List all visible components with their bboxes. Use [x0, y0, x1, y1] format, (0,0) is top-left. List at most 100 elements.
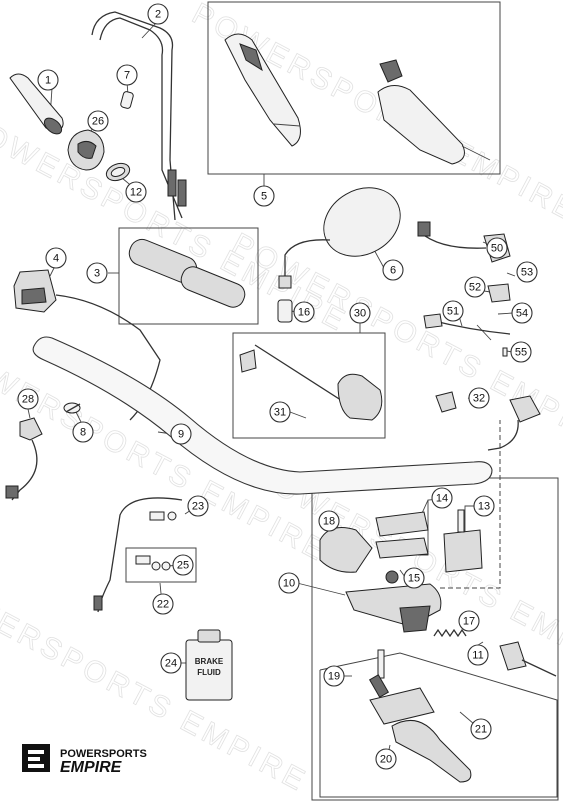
brake-hose — [93, 497, 183, 613]
callout-8: 8 — [72, 421, 94, 443]
callout-number: 31 — [274, 407, 286, 419]
callout-number: 2 — [155, 9, 161, 21]
callout-24: 24 — [160, 652, 182, 674]
callout-circle — [278, 572, 300, 594]
callout-number: 24 — [165, 658, 177, 670]
callout-number: 28 — [22, 394, 34, 406]
throttle-cables — [91, 11, 187, 221]
callout-number: 16 — [298, 307, 310, 319]
callout-circle — [160, 652, 182, 674]
callout-circle — [375, 748, 397, 770]
callout-32: 32 — [468, 387, 490, 409]
grip-pair — [128, 238, 246, 308]
callout-circle — [511, 302, 533, 324]
callout-10: 10 — [278, 572, 300, 594]
callout-circle — [510, 341, 532, 363]
handlebar-clamp — [443, 509, 483, 573]
brake-light-switch — [499, 641, 557, 677]
callout-number: 4 — [53, 253, 59, 265]
callout-circle — [349, 302, 371, 324]
callout-circle — [442, 300, 464, 322]
callout-number: 54 — [516, 308, 528, 320]
callout-number: 5 — [261, 191, 267, 203]
cover-subgroup-frame — [440, 420, 501, 589]
bottle-label-line1: BRAKE — [195, 657, 224, 666]
callout-circle — [152, 593, 174, 615]
callout-15: 15 — [403, 567, 425, 589]
callout-18: 18 — [318, 510, 340, 532]
callout-circle — [45, 247, 67, 269]
throttle-tube — [105, 162, 131, 182]
callout-circle — [323, 665, 345, 687]
cable-adjuster — [120, 91, 134, 109]
callout-circle — [486, 237, 508, 259]
callout-circle — [458, 610, 480, 632]
callout-number: 25 — [177, 560, 189, 572]
callout-circle — [269, 401, 291, 423]
callout-7: 7 — [116, 64, 138, 86]
callout-number: 55 — [515, 347, 527, 359]
callout-53: 53 — [516, 261, 538, 283]
callout-number: 14 — [436, 493, 448, 505]
brake-lever-subgroup-box — [319, 652, 558, 798]
callout-25: 25 — [172, 554, 194, 576]
brake-lever-spring — [433, 628, 467, 638]
callout-number: 13 — [478, 501, 490, 513]
callout-9: 9 — [170, 423, 192, 445]
callout-circle — [318, 510, 340, 532]
mirror-clamp — [277, 299, 293, 323]
callout-number: 50 — [491, 243, 503, 255]
callout-number: 23 — [192, 501, 204, 513]
callout-21: 21 — [470, 718, 492, 740]
left-handguard — [224, 33, 301, 147]
callout-3: 3 — [86, 262, 108, 284]
bar-end-weight — [239, 344, 383, 421]
callout-number: 53 — [521, 267, 533, 279]
callout-number: 19 — [328, 671, 340, 683]
callout-54: 54 — [511, 302, 533, 324]
handguard-group-box — [207, 1, 501, 175]
callout-circle — [467, 644, 489, 666]
callout-number: 15 — [408, 573, 420, 585]
callout-number: 1 — [45, 75, 51, 87]
callout-number: 21 — [475, 724, 487, 736]
watermark-text: POWERSPORTS EMPIRE — [0, 337, 333, 569]
callout-14: 14 — [431, 487, 453, 509]
callout-circle — [37, 69, 59, 91]
callout-circle — [125, 181, 147, 203]
clutch-switch — [5, 417, 43, 501]
callout-circle — [147, 3, 169, 25]
callout-31: 31 — [269, 401, 291, 423]
callout-number: 8 — [80, 427, 86, 439]
callout-circle — [431, 487, 453, 509]
logo-mark-icon — [22, 744, 50, 772]
callout-circle — [87, 110, 109, 132]
callout-circle — [382, 259, 404, 281]
callout-6: 6 — [382, 259, 404, 281]
callout-20: 20 — [375, 748, 397, 770]
kill-switch — [435, 391, 541, 451]
logo-line1: POWERSPORTS — [60, 748, 147, 760]
callout-circle — [293, 301, 315, 323]
callout-30: 30 — [349, 302, 371, 324]
callout-26: 26 — [87, 110, 109, 132]
callout-circle — [17, 388, 39, 410]
callout-number: 52 — [469, 282, 481, 294]
throttle-grip — [9, 73, 64, 135]
callout-4: 4 — [45, 247, 67, 269]
mirror — [278, 187, 401, 289]
callout-2: 2 — [147, 3, 169, 25]
callout-50: 50 — [486, 237, 508, 259]
callout-circle — [473, 495, 495, 517]
bottle-label-line2: FLUID — [197, 668, 221, 677]
callout-13: 13 — [473, 495, 495, 517]
brake-lever-holder — [369, 687, 435, 725]
callout-circle — [253, 185, 275, 207]
callout-number: 32 — [473, 393, 485, 405]
callout-number: 12 — [130, 187, 142, 199]
callout-1: 1 — [37, 69, 59, 91]
callout-circle — [72, 421, 94, 443]
callout-number: 20 — [380, 754, 392, 766]
callout-16: 16 — [293, 301, 315, 323]
callout-circle — [172, 554, 194, 576]
